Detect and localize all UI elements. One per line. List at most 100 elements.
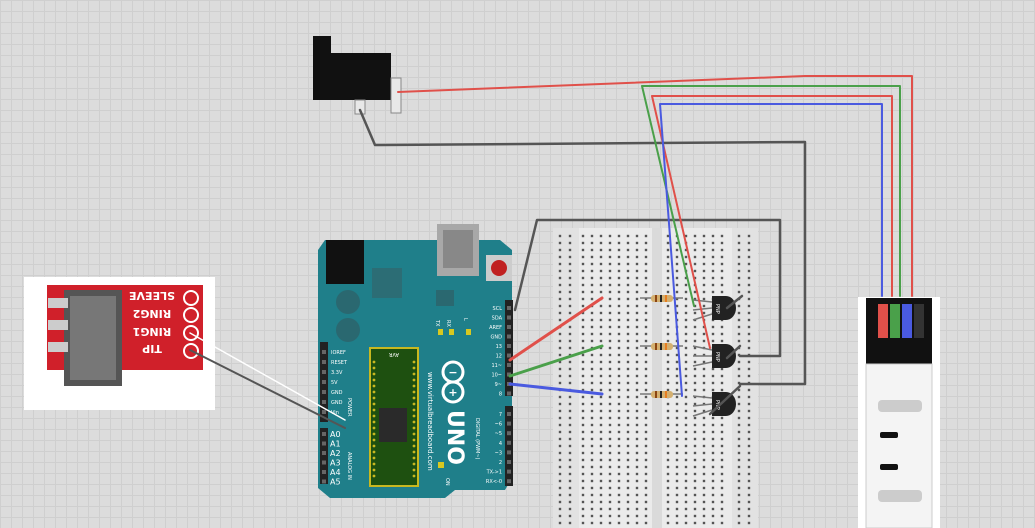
svg-text:+: + [448,386,457,399]
breadboard-hole [737,395,741,399]
breadboard-hole [737,423,741,427]
pin-label: 3.3V [331,370,343,376]
breadboard-hole [608,514,612,518]
breadboard-hole [626,423,630,427]
breadboard-hole [617,444,621,448]
breadboard-hole [693,234,697,238]
pin-label: SCL [493,306,503,312]
breadboard-hole [626,276,630,280]
breadboard-hole [558,409,562,413]
breadboard-hole [702,276,706,280]
breadboard-hole [568,234,572,238]
breadboard-hole [644,416,648,420]
breadboard-hole [590,353,594,357]
breadboard-hole [626,269,630,273]
breadboard-hole [626,416,630,420]
breadboard-hole [711,388,715,392]
breadboard-hole [590,367,594,371]
breadboard-hole [626,493,630,497]
breadboard-hole [675,500,679,504]
breadboard-hole [590,241,594,245]
resistor-3 [640,391,683,398]
breadboard-hole [558,283,562,287]
header-pin [507,450,511,455]
breadboard-hole [635,437,639,441]
breadboard-hole [737,409,741,413]
breadboard-hole [635,283,639,287]
svg-text:ANALOG IN: ANALOG IN [346,452,352,480]
transistor-2: PNP [692,344,736,368]
breadboard-hole [644,374,648,378]
breadboard-hole [684,325,688,329]
breadboard-hole [608,521,612,525]
breadboard-hole [702,374,706,378]
breadboard-hole [599,248,603,252]
breadboard-hole [581,311,585,315]
pin-label: GND [331,390,343,396]
breadboard-hole [590,472,594,476]
breadboard-hole [590,514,594,518]
breadboard-hole [617,521,621,525]
breadboard-hole [626,262,630,266]
breadboard-hole [599,255,603,259]
pin-label: 12 [496,354,502,360]
breadboard-hole [617,479,621,483]
breadboard-hole [737,458,741,462]
breadboard-hole [702,262,706,266]
breadboard-hole [737,367,741,371]
breadboard-hole [617,423,621,427]
breadboard-hole [702,234,706,238]
breadboard-hole [599,311,603,315]
breadboard-hole [617,381,621,385]
breadboard-hole [666,507,670,511]
breadboard-hole [666,381,670,385]
breadboard-hole [737,332,741,336]
breadboard-hole [599,318,603,322]
breadboard-hole [590,248,594,252]
breadboard-hole [666,339,670,343]
breadboard-hole [590,234,594,238]
breadboard-hole [737,437,741,441]
breadboard-hole [711,423,715,427]
breadboard-hole [608,311,612,315]
breadboard-hole [635,465,639,469]
breadboard-hole [666,255,670,259]
breadboard-hole [675,255,679,259]
breadboard-hole [558,374,562,378]
breadboard-hole [581,346,585,350]
breadboard-hole [702,416,706,420]
breadboard-hole [568,248,572,252]
breadboard-hole [644,360,648,364]
breadboard-hole [617,283,621,287]
breadboard-hole [675,269,679,273]
svg-text:DIGITAL (PWM~): DIGITAL (PWM~) [474,418,480,460]
breadboard-hole [608,486,612,490]
breadboard-hole [599,444,603,448]
breadboard-hole [644,241,648,245]
breadboard-hole [666,360,670,364]
breadboard-hole [684,423,688,427]
breadboard-hole [675,465,679,469]
breadboard-hole [635,451,639,455]
breadboard-hole [608,500,612,504]
breadboard-hole [626,514,630,518]
breadboard-hole [693,486,697,490]
breadboard-hole [747,521,751,525]
breadboard-hole [747,486,751,490]
breadboard-hole [737,269,741,273]
breadboard-hole [635,416,639,420]
breadboard-hole [666,437,670,441]
breadboard-hole [666,367,670,371]
breadboard-hole [693,465,697,469]
breadboard-hole [626,409,630,413]
breadboard-center-channel [652,228,662,528]
breadboard-hole [747,374,751,378]
breadboard-hole [711,332,715,336]
analog-pin-label: A2 [330,449,341,458]
pin-label: IOREF [331,350,346,356]
breadboard-hole [626,311,630,315]
breadboard-hole [581,465,585,469]
breadboard-hole [675,346,679,350]
breadboard-hole [747,458,751,462]
breadboard-hole [644,353,648,357]
